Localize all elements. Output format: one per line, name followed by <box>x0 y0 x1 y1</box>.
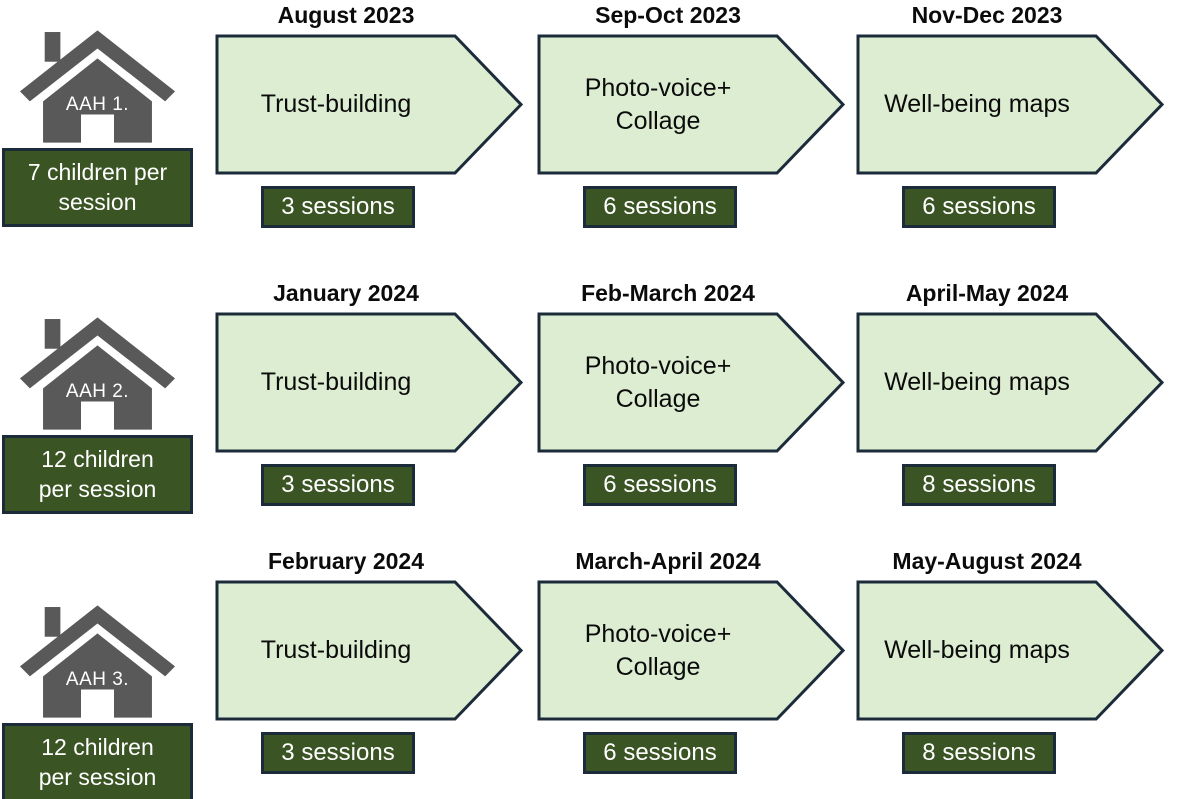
arrow-shape <box>856 312 1164 453</box>
sessions-badge: 3 sessions <box>261 186 415 228</box>
phase-label: Photo-voice+ Collage <box>537 312 845 453</box>
phase-label: Trust-building <box>215 34 523 175</box>
children-badge-line1: 12 children <box>41 734 154 760</box>
phase-label-line1: Well-being maps <box>884 636 1070 665</box>
arrow-shape <box>537 34 845 175</box>
phase-date: February 2024 <box>268 548 424 574</box>
arrow-shape <box>215 580 523 721</box>
phase-arrow: Well-being maps <box>856 312 1164 453</box>
phase-label-line1: Photo-voice+ <box>584 620 732 648</box>
phase-aah2-wellbeing-maps: April-May 2024 Well-being maps 8 session… <box>856 280 1164 506</box>
phase-label-line1: Photo-voice+ <box>584 74 732 102</box>
phase-label: Photo-voice+ Collage <box>537 580 845 721</box>
house-block-aah1: AAH 1. 7 children per session <box>2 22 193 227</box>
phase-aah1-wellbeing-maps: Nov-Dec 2023 Well-being maps 6 sessions <box>856 2 1164 228</box>
children-per-session-badge: 7 children per session <box>2 148 193 227</box>
arrow-shape <box>856 34 1164 175</box>
house-label: AAH 1. <box>65 94 130 115</box>
phase-arrow: Well-being maps <box>856 580 1164 721</box>
sessions-wrap: 6 sessions <box>537 464 845 506</box>
phase-arrow: Trust-building <box>215 580 523 721</box>
phase-label-line1: Trust-building <box>260 90 412 119</box>
phase-date: May-August 2024 <box>892 548 1082 574</box>
arrow-shape <box>537 580 845 721</box>
house-icon <box>19 605 176 718</box>
children-badge-line2: per session <box>38 764 157 791</box>
sessions-badge: 3 sessions <box>261 464 415 506</box>
phase-date: March-April 2024 <box>575 548 761 574</box>
sessions-wrap: 3 sessions <box>215 186 523 228</box>
sessions-wrap: 6 sessions <box>537 732 845 774</box>
phase-label-line1: Photo-voice+ <box>584 352 732 380</box>
phase-aah2-trust-building: January 2024 Trust-building 3 sessions <box>215 280 523 506</box>
phase-arrow: Trust-building <box>215 34 523 175</box>
sessions-wrap: 8 sessions <box>856 732 1164 774</box>
sessions-wrap: 6 sessions <box>856 186 1164 228</box>
row-aah2: AAH 2. 12 children per session January 2… <box>0 280 1181 533</box>
house-label: AAH 3. <box>65 669 130 690</box>
phase-arrow: Well-being maps <box>856 34 1164 175</box>
house-icon <box>19 317 176 430</box>
row-aah1: AAH 1. 7 children per session August 202… <box>0 2 1181 255</box>
sessions-badge: 6 sessions <box>583 732 737 774</box>
sessions-badge: 6 sessions <box>583 186 737 228</box>
sessions-wrap: 3 sessions <box>215 732 523 774</box>
phase-label-line2: Collage <box>615 106 701 135</box>
sessions-badge: 6 sessions <box>583 464 737 506</box>
phase-arrow: Trust-building <box>215 312 523 453</box>
phase-arrow: Photo-voice+ Collage <box>537 34 845 175</box>
phase-date: August 2023 <box>277 2 415 28</box>
phase-aah1-photo-voice: Sep-Oct 2023 Photo-voice+ Collage 6 sess… <box>537 2 845 228</box>
children-per-session-badge: 12 children per session <box>2 723 193 799</box>
arrow-shape <box>537 312 845 453</box>
phase-arrow: Photo-voice+ Collage <box>537 580 845 721</box>
phase-label: Well-being maps <box>856 34 1164 175</box>
children-badge-line2: session <box>58 189 137 216</box>
arrow-shape <box>856 580 1164 721</box>
phase-label-line2: Collage <box>615 384 701 413</box>
row-aah3: AAH 3. 12 children per session February … <box>0 548 1181 799</box>
phase-arrow: Photo-voice+ Collage <box>537 312 845 453</box>
phase-aah3-wellbeing-maps: May-August 2024 Well-being maps 8 sessio… <box>856 548 1164 774</box>
phase-aah3-trust-building: February 2024 Trust-building 3 sessions <box>215 548 523 774</box>
phase-aah2-photo-voice: Feb-March 2024 Photo-voice+ Collage 6 se… <box>537 280 845 506</box>
phase-label: Well-being maps <box>856 312 1164 453</box>
house-icon <box>19 30 176 143</box>
phase-label: Well-being maps <box>856 580 1164 721</box>
children-badge-line1: 7 children per <box>27 159 168 185</box>
phase-date: Feb-March 2024 <box>581 280 755 306</box>
phase-label: Trust-building <box>215 312 523 453</box>
children-per-session-badge: 12 children per session <box>2 435 193 514</box>
sessions-badge: 3 sessions <box>261 732 415 774</box>
house-block-aah2: AAH 2. 12 children per session <box>2 309 193 514</box>
phase-label: Photo-voice+ Collage <box>537 34 845 175</box>
phase-date: Nov-Dec 2023 <box>911 2 1063 28</box>
phase-label-line1: Well-being maps <box>884 90 1070 119</box>
house-block-aah3: AAH 3. 12 children per session <box>2 597 193 799</box>
phase-label-line2: Collage <box>615 652 701 681</box>
children-badge-line2: per session <box>38 476 157 503</box>
sessions-badge: 6 sessions <box>902 186 1056 228</box>
phase-label-line1: Trust-building <box>260 368 412 397</box>
phase-aah3-photo-voice: March-April 2024 Photo-voice+ Collage 6 … <box>537 548 845 774</box>
phase-label-line1: Trust-building <box>260 636 412 665</box>
sessions-badge: 8 sessions <box>902 732 1056 774</box>
sessions-badge: 8 sessions <box>902 464 1056 506</box>
phase-date: April-May 2024 <box>905 280 1069 306</box>
phase-date: January 2024 <box>273 280 419 306</box>
sessions-wrap: 6 sessions <box>537 186 845 228</box>
arrow-shape <box>215 34 523 175</box>
phase-date: Sep-Oct 2023 <box>595 2 741 28</box>
sessions-wrap: 8 sessions <box>856 464 1164 506</box>
children-badge-line1: 12 children <box>41 446 154 472</box>
sessions-wrap: 3 sessions <box>215 464 523 506</box>
house-label: AAH 2. <box>65 381 130 402</box>
phase-label: Trust-building <box>215 580 523 721</box>
phase-aah1-trust-building: August 2023 Trust-building 3 sessions <box>215 2 523 228</box>
phase-label-line1: Well-being maps <box>884 368 1070 397</box>
arrow-shape <box>215 312 523 453</box>
